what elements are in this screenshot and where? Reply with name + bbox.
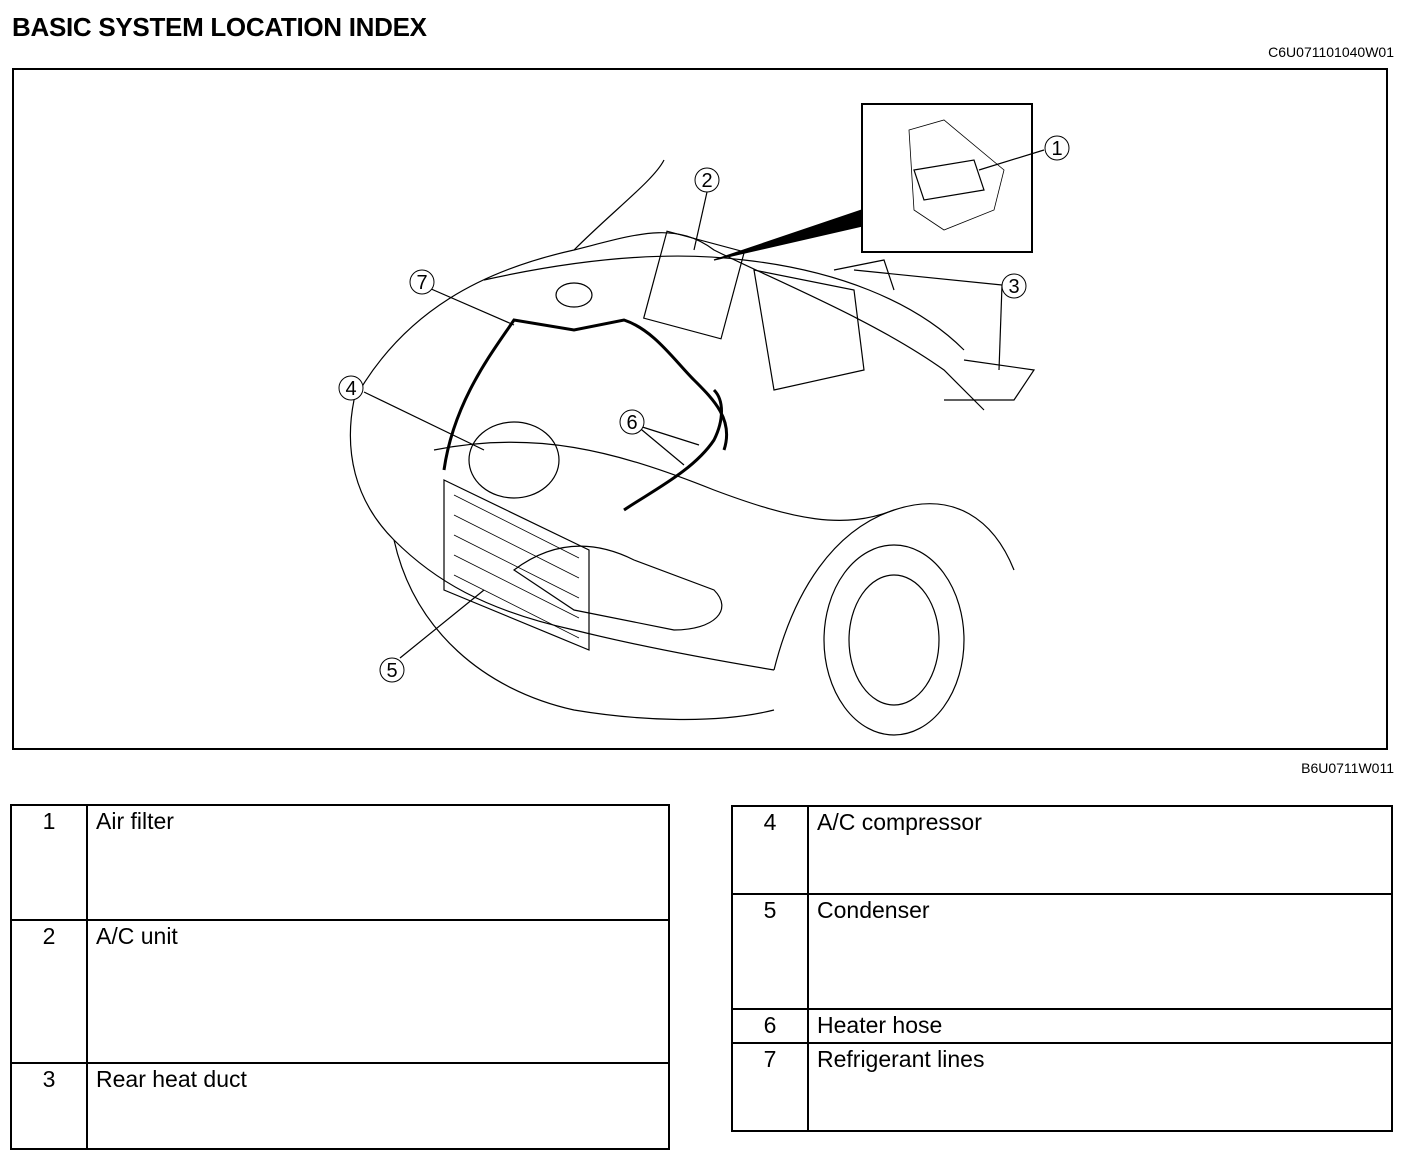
index-number: 7 xyxy=(731,1042,809,1132)
heater-hose-shape xyxy=(623,388,723,512)
table-row: 5 Condenser xyxy=(731,893,1393,1010)
condenser-shape xyxy=(443,479,590,651)
inset-box xyxy=(861,103,1033,253)
cowl xyxy=(483,255,965,351)
refrigerant-lines-shape xyxy=(442,318,729,471)
hood-line xyxy=(433,441,895,522)
callout-6: 6 xyxy=(626,412,637,434)
index-table-right: 4 A/C compressor 5 Condenser 6 Heater ho… xyxy=(731,805,1393,1132)
table-row: 4 A/C compressor xyxy=(731,805,1393,895)
inset-pointer xyxy=(713,209,863,261)
index-table-left: 1 Air filter 2 A/C unit 3 Rear heat duct xyxy=(10,804,670,1150)
callout-4: 4 xyxy=(345,378,356,400)
index-name: Refrigerant lines xyxy=(807,1042,1393,1132)
callout-2: 2 xyxy=(701,170,712,192)
callout-7: 7 xyxy=(416,272,427,294)
index-number: 3 xyxy=(10,1062,88,1150)
table-row: 7 Refrigerant lines xyxy=(731,1042,1393,1132)
strut-tower xyxy=(555,282,593,308)
index-number: 1 xyxy=(10,804,88,921)
air-filter-shape xyxy=(913,159,985,201)
ac-unit-shape xyxy=(642,230,746,340)
front-wheel-inner xyxy=(848,574,940,706)
hood-outline xyxy=(353,232,985,411)
body-lower xyxy=(393,539,775,721)
document-code: C6U071101040W01 xyxy=(1268,44,1394,60)
page-title: BASIC SYSTEM LOCATION INDEX xyxy=(12,12,427,42)
fender-right xyxy=(773,503,1015,671)
headlamp xyxy=(512,545,723,631)
table-row: 2 A/C unit xyxy=(10,919,670,1064)
index-name: Rear heat duct xyxy=(86,1062,670,1150)
table-row: 1 Air filter xyxy=(10,804,670,921)
index-name: Heater hose xyxy=(807,1008,1393,1044)
figure-code: B6U0711W011 xyxy=(1301,760,1394,776)
front-wheel xyxy=(823,544,965,736)
table-row: 3 Rear heat duct xyxy=(10,1062,670,1150)
index-number: 6 xyxy=(731,1008,809,1044)
fender-left xyxy=(349,399,775,671)
vehicle-illustration: 1 2 3 4 5 6 7 xyxy=(338,103,1070,736)
index-name: Condenser xyxy=(807,893,1393,1010)
table-row: 6 Heater hose xyxy=(731,1008,1393,1044)
callout-5: 5 xyxy=(386,660,397,682)
windshield xyxy=(573,159,665,251)
rear-duct-shape xyxy=(753,259,1036,401)
index-number: 2 xyxy=(10,919,88,1064)
index-name: Air filter xyxy=(86,804,670,921)
index-name: A/C unit xyxy=(86,919,670,1064)
compressor-shape xyxy=(468,421,560,499)
index-number: 5 xyxy=(731,893,809,1010)
callout-1: 1 xyxy=(1051,138,1062,160)
location-diagram: 1 2 3 4 5 6 7 xyxy=(12,68,1388,750)
index-number: 4 xyxy=(731,805,809,895)
callout-3: 3 xyxy=(1008,276,1019,298)
index-name: A/C compressor xyxy=(807,805,1393,895)
